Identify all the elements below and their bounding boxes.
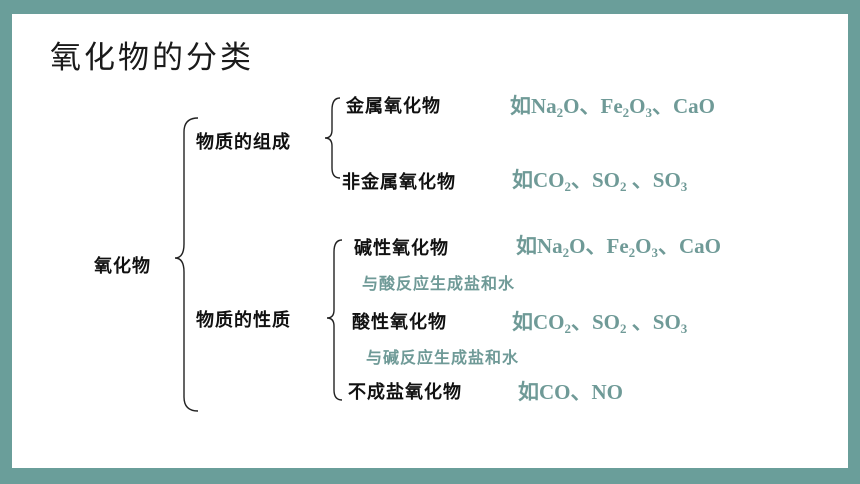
acidic-oxide-label: 酸性氧化物 bbox=[352, 312, 447, 333]
metal-oxide-label: 金属氧化物 bbox=[346, 96, 441, 117]
slide: 氧化物的分类 氧化物 物质的组成 金属氧化物 如Na2O、Fe2O3、CaO 非… bbox=[12, 14, 848, 468]
nonmetal-oxide-label: 非金属氧化物 bbox=[342, 172, 456, 193]
root-label: 氧化物 bbox=[94, 256, 151, 277]
basic-oxide-label: 碱性氧化物 bbox=[354, 238, 449, 259]
brace-composition bbox=[324, 97, 341, 179]
metal-oxide-example: 如Na2O、Fe2O3、CaO bbox=[510, 94, 715, 120]
property-label: 物质的性质 bbox=[196, 310, 291, 331]
nonsalt-oxide-label: 不成盐氧化物 bbox=[348, 382, 462, 403]
nonsalt-oxide-example: 如CO、NO bbox=[518, 380, 623, 404]
composition-label: 物质的组成 bbox=[196, 132, 291, 153]
brace-root bbox=[174, 117, 199, 412]
bracket-lines bbox=[174, 97, 343, 412]
brace-property bbox=[326, 239, 343, 401]
acidic-oxide-example: 如CO2、SO2 、SO3 bbox=[512, 310, 688, 336]
basic-oxide-example: 如Na2O、Fe2O3、CaO bbox=[516, 234, 721, 260]
basic-oxide-note: 与酸反应生成盐和水 bbox=[362, 274, 516, 293]
nonmetal-oxide-example: 如CO2、SO2 、SO3 bbox=[512, 168, 688, 194]
acidic-oxide-note: 与碱反应生成盐和水 bbox=[366, 348, 520, 367]
slide-title: 氧化物的分类 bbox=[50, 40, 254, 76]
